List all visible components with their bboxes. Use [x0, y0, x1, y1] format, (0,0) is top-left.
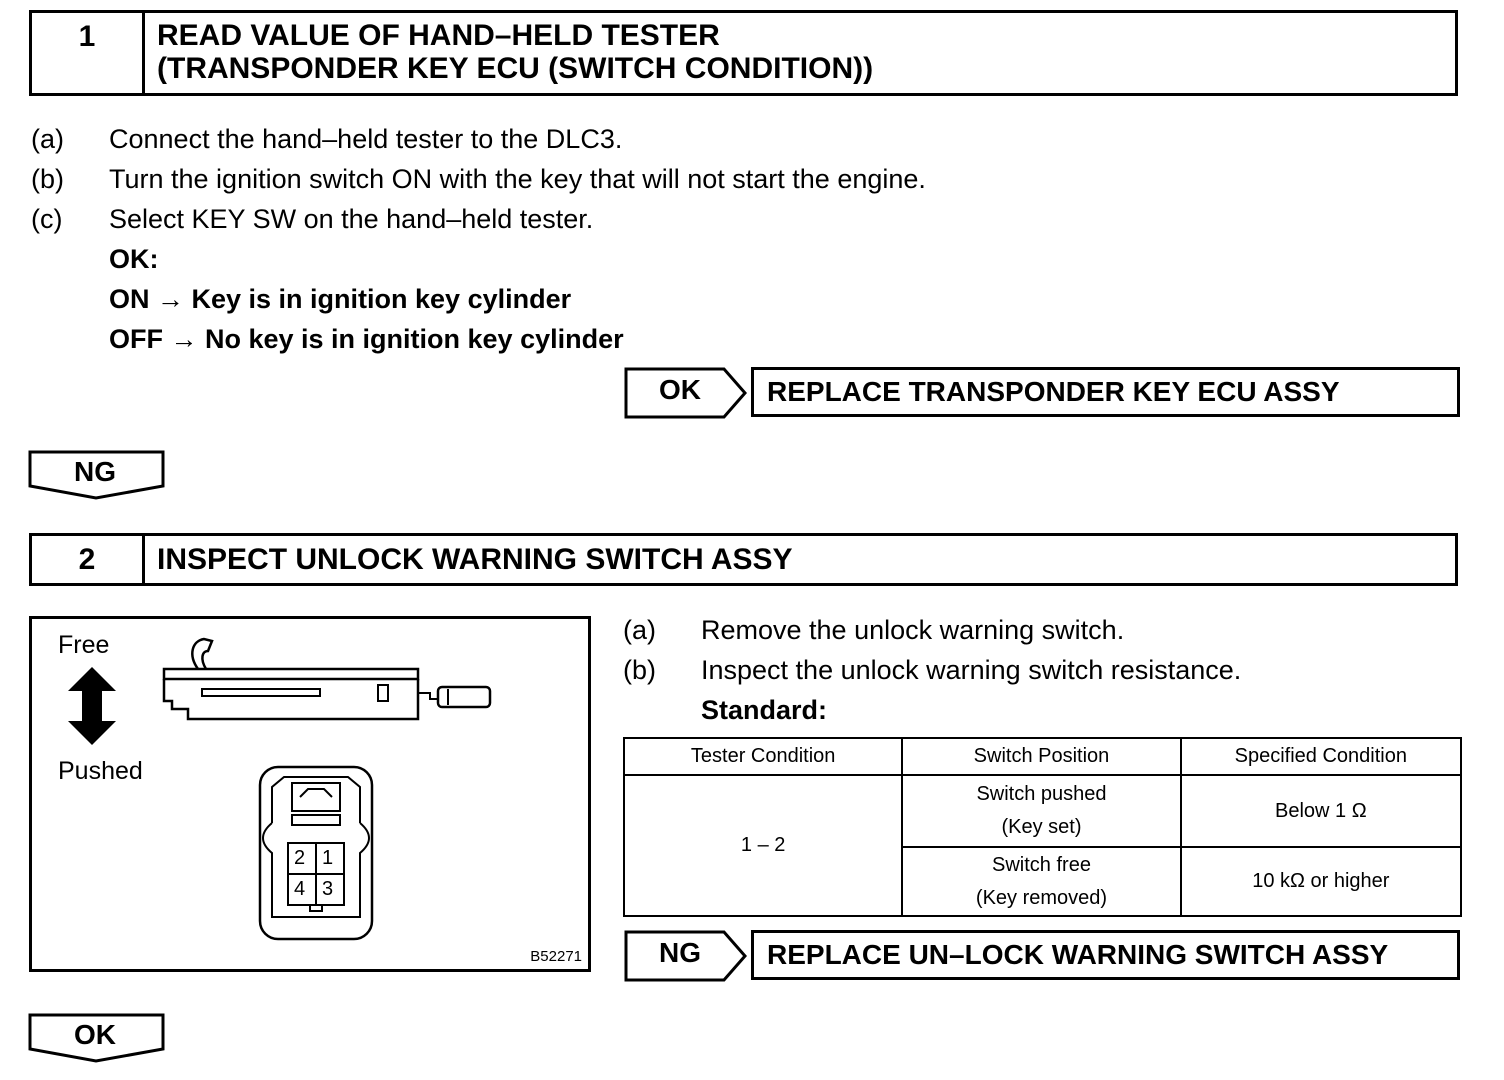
ok-down-arrow: [28, 1013, 165, 1063]
instruction-text: Remove the unlock warning switch.: [701, 615, 1125, 645]
instruction-text: Inspect the unlock warning switch resist…: [701, 655, 1242, 685]
ng-down-label: NG: [74, 456, 116, 487]
step-1-title-line1: READ VALUE OF HAND–HELD TESTER: [157, 19, 720, 52]
step-1-number: 1: [32, 13, 145, 93]
step-2-number: 2: [32, 536, 145, 583]
instruction-text: Connect the hand–held tester to the DLC3…: [109, 124, 623, 154]
switch-position-line1: Switch pushed: [976, 783, 1107, 805]
connector-front-view-icon: [258, 765, 374, 941]
step-1-title-line2: (TRANSPONDER KEY ECU (SWITCH CONDITION)): [157, 52, 874, 85]
ng-result-arrow: [624, 930, 747, 982]
resistance-spec-table: Tester Condition Switch Position Specifi…: [622, 737, 1463, 917]
ok-down-label: OK: [74, 1019, 116, 1050]
pin-label-1: 1: [322, 847, 334, 869]
instruction-label: (a): [31, 124, 64, 154]
instruction-label: (b): [623, 655, 656, 685]
ok-on-condition: ON → Key is in ignition key cylinder: [109, 284, 572, 314]
table-row: 1 – 2 Switch pushed (Key set) Below 1 Ω: [622, 774, 1463, 917]
pushed-label: Pushed: [58, 757, 143, 785]
instruction-text: Turn the ignition switch ON with the key…: [109, 164, 926, 194]
table-header-cell: Tester Condition: [622, 737, 904, 776]
ok-off-condition: OFF → No key is in ignition key cylinder: [109, 324, 624, 354]
step-1-header: 1 READ VALUE OF HAND–HELD TESTER (TRANSP…: [29, 10, 1458, 96]
pin-label-4: 4: [294, 878, 306, 900]
double-arrow-icon: [68, 667, 116, 745]
instruction-label: (b): [31, 164, 64, 194]
ok-result-label: OK: [659, 374, 701, 405]
step-2-number-text: 2: [78, 543, 96, 576]
switch-position-line1: Switch free: [992, 853, 1091, 876]
replace-unlock-switch-box: REPLACE UN–LOCK WARNING SWITCH ASSY: [751, 930, 1460, 980]
ok-heading: OK:: [109, 244, 159, 274]
switch-side-view-icon: [162, 637, 492, 721]
pin-label-2: 2: [294, 847, 306, 869]
instruction-label: (c): [31, 204, 63, 234]
replace-transponder-ecu-box: REPLACE TRANSPONDER KEY ECU ASSY: [751, 367, 1460, 417]
specified-condition-cell: 10 kΩ or higher: [1179, 846, 1463, 917]
pin-label-3: 3: [322, 878, 334, 900]
switch-position-cell: Switch free (Key removed): [901, 846, 1182, 917]
switch-illustration: Free Pushed 2 1 4 3 B52271: [29, 616, 591, 972]
table-header-row: Tester Condition Switch Position Specifi…: [622, 737, 1463, 776]
specified-condition-cell: Below 1 Ω: [1179, 774, 1463, 848]
step-2-header: 2 INSPECT UNLOCK WARNING SWITCH ASSY: [29, 533, 1458, 586]
switch-position-cell: Switch pushed (Key set): [901, 774, 1182, 848]
instruction-label: (a): [623, 615, 656, 645]
instruction-text: Select KEY SW on the hand–held tester.: [109, 204, 594, 234]
table-row: Switch free (Key removed) 10 kΩ or highe…: [624, 846, 1463, 917]
switch-position-line2: (Key set): [1001, 816, 1082, 838]
step-2-title: INSPECT UNLOCK WARNING SWITCH ASSY: [157, 543, 793, 576]
table-header-cell: Switch Position: [901, 737, 1182, 776]
ng-result-label: NG: [659, 937, 701, 968]
standard-heading: Standard:: [701, 695, 828, 725]
figure-code: B52271: [530, 948, 582, 965]
ok-result-arrow: [624, 367, 747, 419]
ng-down-arrow: [28, 450, 165, 500]
tester-condition-cell: 1 – 2: [622, 774, 904, 917]
table-header-cell: Specified Condition: [1179, 737, 1463, 776]
free-label: Free: [58, 631, 110, 659]
switch-position-line2: (Key removed): [975, 886, 1108, 909]
step-1-number-text: 1: [78, 20, 96, 53]
